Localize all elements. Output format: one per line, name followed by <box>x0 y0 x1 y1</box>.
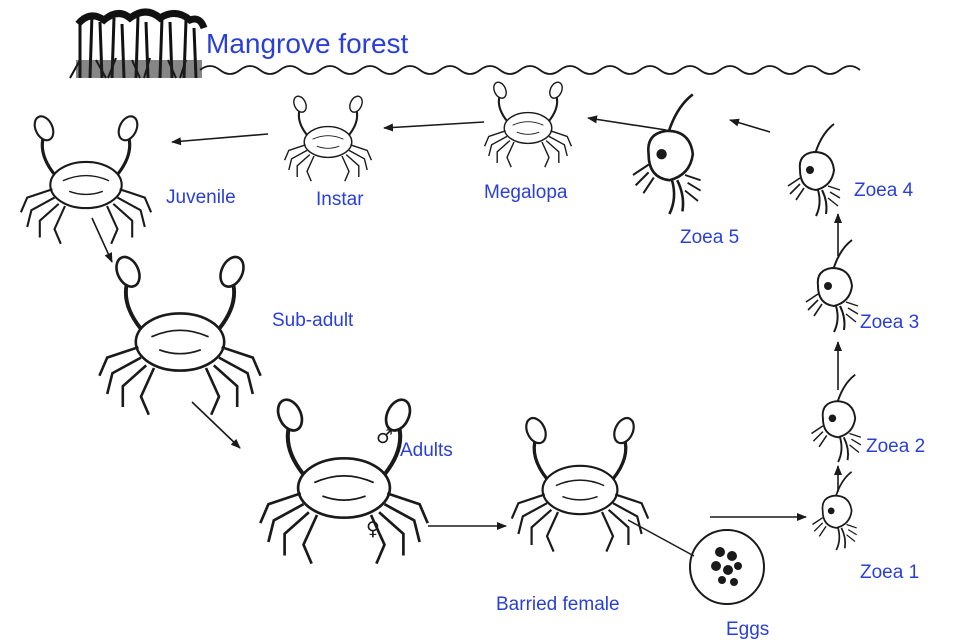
sub-adult-crab-icon <box>99 253 260 415</box>
zoea2-icon <box>812 375 861 462</box>
mangrove-trees-icon <box>70 12 204 78</box>
label-zoea3: Zoea 3 <box>860 313 919 332</box>
label-instar: Instar <box>316 190 364 209</box>
zoea5-icon <box>633 94 701 214</box>
zoea3-icon <box>806 240 858 332</box>
label-zoea1: Zoea 1 <box>860 563 919 582</box>
arrow-zoea4-to-zoea5 <box>730 120 770 132</box>
label-juvenile: Juvenile <box>166 188 236 207</box>
juvenile-crab-icon <box>21 113 151 243</box>
label-zoea2: Zoea 2 <box>866 437 925 456</box>
label-sub-adult: Sub-adult <box>272 311 353 330</box>
zoea1-icon <box>813 472 857 550</box>
barried-female-crab-icon <box>512 415 648 552</box>
zoea4-icon <box>788 124 840 216</box>
label-adults: Adults <box>400 441 453 460</box>
arrow-megalopa-to-instar <box>384 122 484 128</box>
male-symbol: ♂ <box>376 428 393 447</box>
label-zoea5: Zoea 5 <box>680 228 739 247</box>
arrow-zoea5-to-megalopa <box>588 118 666 130</box>
arrow-subadult-to-adults <box>192 402 240 448</box>
label-megalopa: Megalopa <box>484 183 567 202</box>
instar-crab-icon <box>285 94 372 181</box>
diagram-title: Mangrove forest <box>206 30 408 58</box>
label-zoea4: Zoea 4 <box>854 181 913 200</box>
adult-crabs-icon <box>260 396 427 564</box>
megalopa-icon <box>485 80 572 167</box>
arrow-juvenile-to-subadult <box>92 218 112 262</box>
eggs-pointer-line <box>628 520 694 556</box>
female-symbol: ♀ <box>366 520 380 539</box>
arrow-instar-to-juvenile <box>172 134 268 142</box>
water-line <box>200 66 860 74</box>
label-eggs: Eggs <box>726 620 769 639</box>
label-barried-female: Barried female <box>496 595 620 614</box>
eggs-icon <box>690 530 764 604</box>
